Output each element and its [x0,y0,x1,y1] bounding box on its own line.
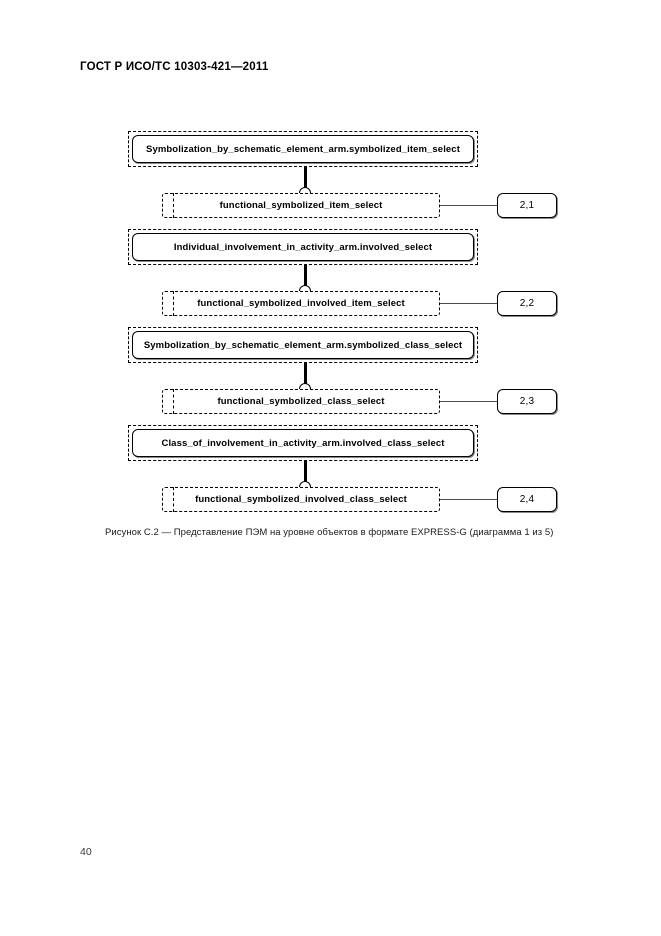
select-type-label: functional_symbolized_involved_item_sele… [197,298,405,309]
arm-entity-dashed-container [128,229,478,265]
arm-entity-box[interactable]: Individual_involvement_in_activity_arm.i… [132,233,474,261]
reference-lead-line [440,401,498,402]
page-reference-label: 2,3 [519,396,535,407]
reference-lead-line [440,205,498,206]
arm-entity-label: Symbolization_by_schematic_element_arm.s… [146,143,460,155]
diagram-group: Symbolization_by_schematic_element_arm.s… [0,327,661,427]
page-number: 40 [80,846,92,858]
select-type-box[interactable]: functional_symbolized_class_select [162,389,440,414]
arm-entity-box[interactable]: Symbolization_by_schematic_element_arm.s… [132,331,474,359]
arm-entity-label: Class_of_involvement_in_activity_arm.inv… [161,437,445,449]
document-header-standard-number: ГОСТ Р ИСО/ТС 10303-421—2011 [80,61,269,73]
arm-entity-box[interactable]: Symbolization_by_schematic_element_arm.s… [132,135,474,163]
page-reference-box[interactable]: 2,4 [497,487,557,512]
select-type-label: functional_symbolized_class_select [217,396,385,407]
arm-entity-dashed-container [128,327,478,363]
arm-entity-dashed-container [128,131,478,167]
page-reference-label: 2,4 [519,494,535,505]
select-type-box[interactable]: functional_symbolized_item_select [162,193,440,218]
arm-entity-label: Symbolization_by_schematic_element_arm.s… [143,339,463,351]
select-box-divider [173,193,174,218]
reference-lead-line [440,499,498,500]
diagram-group: Class_of_involvement_in_activity_arm.inv… [0,425,661,525]
connector-stem [304,265,307,287]
select-box-divider [173,291,174,316]
select-box-divider [173,487,174,512]
arm-entity-dashed-container [128,425,478,461]
select-type-label: functional_symbolized_item_select [219,200,383,211]
connector-stem [304,363,307,385]
select-box-divider [173,389,174,414]
page-reference-box[interactable]: 2,3 [497,389,557,414]
diagram-group: Individual_involvement_in_activity_arm.i… [0,229,661,329]
express-g-diagram: Symbolization_by_schematic_element_arm.s… [0,131,661,525]
arm-entity-label: Individual_involvement_in_activity_arm.i… [173,241,433,253]
connector-stem [304,167,307,189]
arm-entity-box[interactable]: Class_of_involvement_in_activity_arm.inv… [132,429,474,457]
diagram-group: Symbolization_by_schematic_element_arm.s… [0,131,661,231]
select-type-box[interactable]: functional_symbolized_involved_class_sel… [162,487,440,512]
reference-lead-line [440,303,498,304]
page-reference-label: 2,2 [519,298,535,309]
figure-caption: Рисунок С.2 — Представление ПЭМ на уровн… [105,527,554,538]
connector-stem [304,461,307,483]
page-reference-label: 2,1 [519,200,535,211]
select-type-box[interactable]: functional_symbolized_involved_item_sele… [162,291,440,316]
page-reference-box[interactable]: 2,1 [497,193,557,218]
select-type-label: functional_symbolized_involved_class_sel… [195,494,407,505]
page-reference-box[interactable]: 2,2 [497,291,557,316]
